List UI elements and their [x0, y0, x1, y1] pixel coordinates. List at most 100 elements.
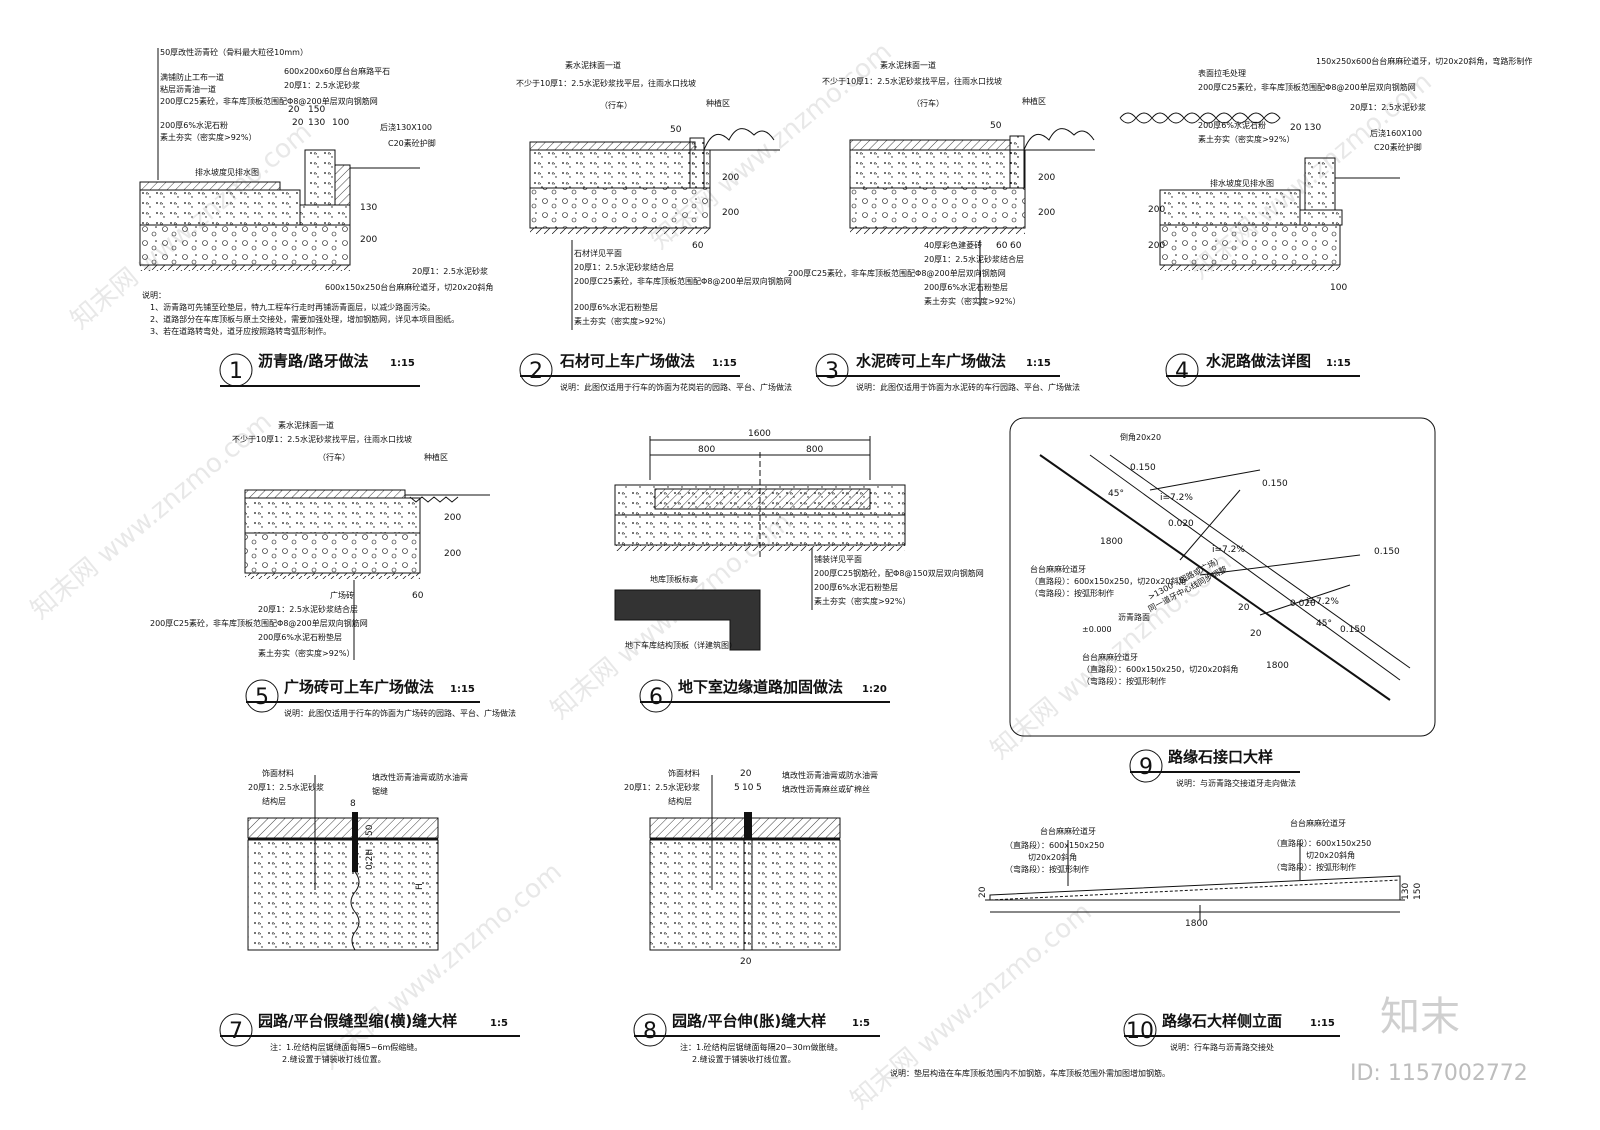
curb-stone: [1304, 157, 1336, 211]
svg-text:60: 60: [692, 241, 704, 251]
svg-text:2: 2: [529, 359, 543, 384]
svg-text:饰面材料: 饰面材料: [668, 768, 700, 778]
svg-text:100: 100: [332, 118, 349, 128]
detail-number-circle: [219, 1013, 253, 1047]
svg-text:种植区: 种植区: [706, 98, 730, 108]
detail-number-circle: [633, 1013, 667, 1047]
svg-text:100: 100: [1330, 283, 1347, 293]
svg-text:1600: 1600: [748, 429, 771, 439]
svg-text:切20x20斜角: 切20x20斜角: [1028, 852, 1077, 862]
gravel-layer: [139, 224, 351, 266]
svg-text:0.150: 0.150: [1130, 463, 1156, 473]
svg-text:台台麻麻砼道牙: 台台麻麻砼道牙: [1290, 818, 1346, 828]
svg-text:（弯路段）：按弧形制作: （弯路段）：按弧形制作: [1005, 864, 1089, 874]
svg-text:150: 150: [308, 105, 325, 115]
watermark-text: 知末网 www.znzmo.com: [845, 897, 1097, 1116]
detail-1-layer-labels: 50厚改性沥青砼（骨料最大粒径10mm） 满铺防止工布一道 粘层沥青油一道 20…: [157, 47, 493, 292]
svg-text:锯缝: 锯缝: [372, 786, 388, 796]
svg-text:50: 50: [670, 125, 682, 135]
detail-scale: 1:15: [450, 684, 475, 695]
svg-text:45°: 45°: [1108, 489, 1124, 499]
svg-text:130: 130: [308, 118, 325, 128]
svg-text:台台麻麻砼道牙: 台台麻麻砼道牙: [1040, 826, 1096, 836]
svg-text:素水泥抹面一道: 素水泥抹面一道: [565, 60, 621, 70]
svg-text:50: 50: [365, 824, 375, 836]
detail-4: 表面拉毛处理 200厚C25素砼，非车库顶板范围配Φ8@200单层双向钢筋网 2…: [1119, 56, 1532, 387]
svg-text:60: 60: [996, 241, 1008, 251]
svg-text:地下车库结构顶板（详建筑图）: 地下车库结构顶板（详建筑图）: [625, 640, 737, 650]
svg-text:注：1.砼结构层锯缝面每隔5~6m假缩缝。: 注：1.砼结构层锯缝面每隔5~6m假缩缝。: [270, 1042, 422, 1052]
detail-title: 地下室边缘道路加固做法: [678, 678, 843, 696]
svg-text:后浇130X100: 后浇130X100: [380, 122, 432, 132]
joint-sealant: [744, 812, 752, 840]
svg-text:200厚C25素砼，非车库顶板范围配Φ8@200单层双向钢筋: 200厚C25素砼，非车库顶板范围配Φ8@200单层双向钢筋网: [574, 276, 792, 286]
svg-text:0.150: 0.150: [1340, 625, 1366, 635]
svg-text:50厚改性沥青砼（骨料最大粒径10mm）: 50厚改性沥青砼（骨料最大粒径10mm）: [160, 47, 308, 57]
detail-scale: 1:20: [862, 684, 887, 695]
svg-text:填改性沥青油膏或防水油膏: 填改性沥青油膏或防水油膏: [782, 770, 878, 780]
revision-cloud: [1119, 112, 1281, 124]
detail-title: 石材可上车广场做法: [559, 352, 695, 370]
detail-note: 说明：此图仅适用于饰面为水泥砖的车行园路、平台、广场做法: [856, 382, 1080, 392]
detail-number-circle: [1129, 749, 1163, 783]
detail-number-circle: [245, 679, 279, 713]
svg-text:台台麻麻砼道牙: 台台麻麻砼道牙: [1030, 564, 1086, 574]
svg-text:i=7.2%: i=7.2%: [1306, 597, 1339, 607]
svg-text:200: 200: [722, 173, 739, 183]
svg-text:200厚6%水泥石粉垫层: 200厚6%水泥石粉垫层: [574, 302, 658, 312]
svg-text:20厚1：2.5水泥砂浆: 20厚1：2.5水泥砂浆: [1350, 102, 1426, 112]
detail-1-title: 1 沥青路/路牙做法 1:15: [219, 352, 420, 387]
svg-text:0.020: 0.020: [1168, 519, 1194, 529]
svg-text:后浇160X100: 后浇160X100: [1370, 128, 1422, 138]
detail-8: 饰面材料 20厚1：2.5水泥砂浆 结构层 填改性沥青油膏或防水油膏 填改性沥青…: [624, 768, 880, 1064]
svg-text:种植区: 种植区: [1022, 96, 1046, 106]
svg-text:130: 130: [360, 203, 377, 213]
svg-text:石材详见平面: 石材详见平面: [574, 248, 622, 258]
detail-frame: [1009, 417, 1436, 737]
svg-text:20厚1：2.5水泥砂浆结合层: 20厚1：2.5水泥砂浆结合层: [574, 262, 674, 272]
watermark-id: ID: 1157002772: [1350, 1061, 1528, 1086]
svg-text:200厚6%水泥石粉: 200厚6%水泥石粉: [160, 120, 228, 130]
svg-text:20: 20: [288, 105, 300, 115]
detail-1: 50厚改性沥青砼（骨料最大粒径10mm） 满铺防止工布一道 粘层沥青油一道 20…: [139, 47, 493, 387]
svg-text:20厚1：2.5水泥砂浆: 20厚1：2.5水泥砂浆: [248, 782, 324, 792]
svg-text:40厚彩色建菱砖: 40厚彩色建菱砖: [924, 240, 982, 250]
svg-text:8: 8: [350, 799, 356, 809]
detail-title: 广场砖可上车广场做法: [284, 678, 434, 696]
svg-text:铺装详见平面: 铺装详见平面: [814, 554, 862, 564]
svg-text:9: 9: [1139, 755, 1153, 780]
edge-curb: [689, 137, 705, 189]
svg-text:5: 5: [756, 783, 762, 793]
svg-text:20: 20: [1250, 629, 1262, 639]
svg-text:20: 20: [978, 886, 988, 898]
svg-text:200厚C25素砼，非车库顶板范围配Φ8@200单层双向钢筋: 200厚C25素砼，非车库顶板范围配Φ8@200单层双向钢筋网: [150, 618, 368, 628]
svg-text:3、若在道路转弯处，道牙应按照路转弯弧形制作。: 3、若在道路转弯处，道牙应按照路转弯弧形制作。: [150, 326, 331, 336]
detail-1-notes: 说明： 1、沥青路可先铺至砼垫层，特九工程车行走时再铺沥青面层，以减少路面污染。…: [142, 290, 459, 336]
detail-number-circle: [639, 679, 673, 713]
curb-stone: [304, 149, 336, 206]
svg-text:素水泥抹面一道: 素水泥抹面一道: [880, 60, 936, 70]
detail-title: 园路/平台伸(胀)缝大样: [672, 1012, 826, 1030]
detail-number-circle: [1123, 1013, 1157, 1047]
svg-text:200: 200: [444, 513, 461, 523]
svg-text:800: 800: [806, 445, 823, 455]
svg-text:10: 10: [742, 783, 754, 793]
detail-note: 说明：此图仅适用于行车的饰面为花岗岩的园路、平台、广场做法: [560, 382, 792, 392]
svg-text:5: 5: [734, 783, 740, 793]
curb-footing: [299, 204, 351, 226]
svg-text:结构层: 结构层: [668, 796, 692, 806]
svg-text:60: 60: [1010, 241, 1022, 251]
detail-scale: 1:5: [852, 1018, 870, 1029]
svg-text:20: 20: [740, 769, 752, 779]
svg-text:排水坡度见排水图: 排水坡度见排水图: [195, 167, 259, 177]
svg-text:20: 20: [740, 957, 752, 967]
svg-text:20厚1：2.5水泥砂浆结合层: 20厚1：2.5水泥砂浆结合层: [924, 254, 1024, 264]
svg-text:素土夯实（密实度>92%）: 素土夯实（密实度>92%）: [574, 316, 670, 326]
detail-scale: 1:15: [1310, 1018, 1335, 1029]
svg-text:150: 150: [1413, 883, 1423, 900]
svg-text:600x150x250台台麻麻砼道牙，切20x20斜角: 600x150x250台台麻麻砼道牙，切20x20斜角: [325, 282, 493, 292]
svg-text:600x200x60厚台台麻路平石: 600x200x60厚台台麻路平石: [284, 66, 390, 76]
svg-text:0.150: 0.150: [1262, 479, 1288, 489]
detail-scale: 1:15: [1326, 358, 1351, 369]
